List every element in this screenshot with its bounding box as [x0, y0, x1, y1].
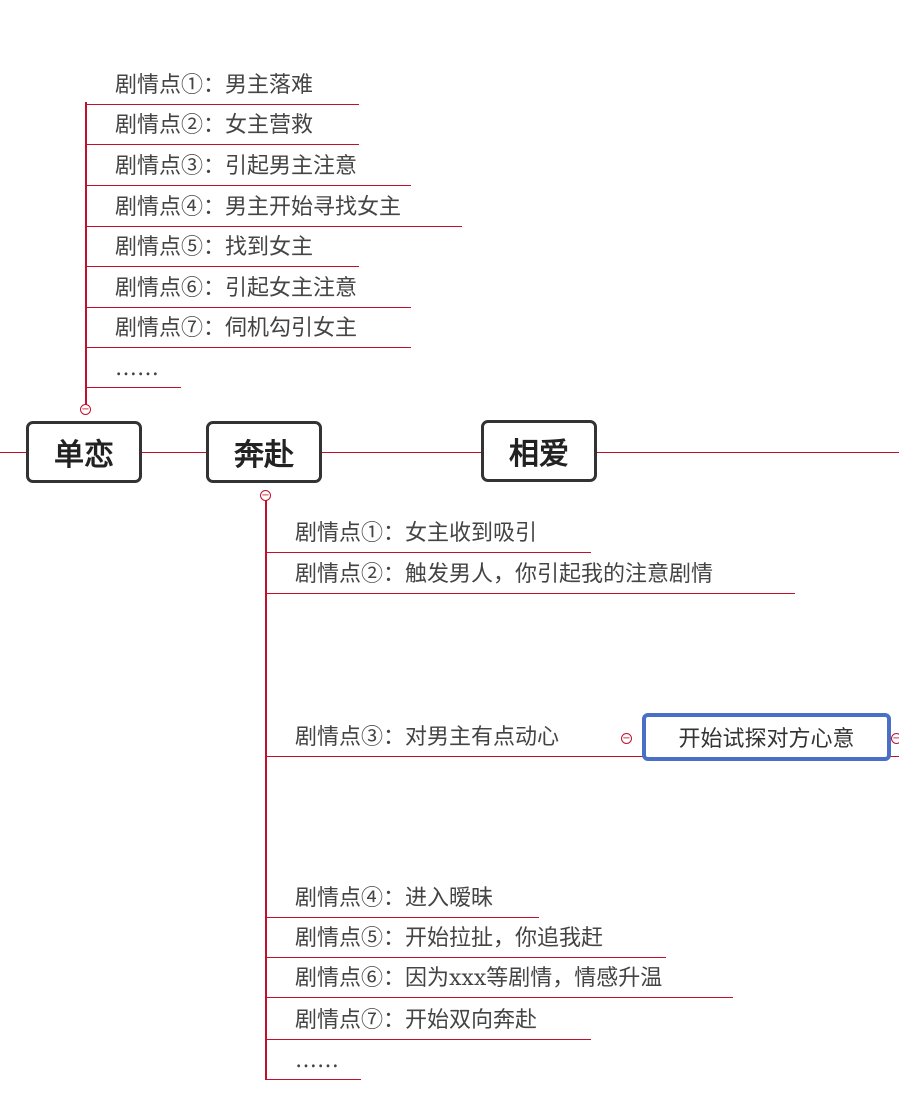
rush-point-1[interactable]: 剧情点①：女主收到吸引 — [265, 518, 591, 553]
node-rush[interactable]: 奔赴 — [206, 421, 322, 483]
node-in-love[interactable]: 相爱 — [481, 420, 597, 482]
collapse-minus-icon[interactable]: − — [621, 733, 632, 744]
rush-point-6[interactable]: 剧情点⑥：因为xxx等剧情，情感升温 — [265, 963, 733, 998]
single-love-point-2[interactable]: 剧情点②：女主营救 — [85, 110, 359, 145]
single-love-connector — [85, 102, 87, 406]
single-love-point-4[interactable]: 剧情点④：男主开始寻找女主 — [85, 192, 462, 227]
rush-point-4[interactable]: 剧情点④：进入暧昧 — [265, 883, 539, 918]
single-love-point-more[interactable]: …… — [85, 353, 181, 388]
sub-topic-probe[interactable]: 开始试探对方心意 — [642, 713, 891, 761]
main-spine — [0, 452, 899, 453]
rush-point-2[interactable]: 剧情点②：触发男人，你引起我的注意剧情 — [265, 559, 795, 594]
rush-point-7[interactable]: 剧情点⑦：开始双向奔赴 — [265, 1005, 591, 1040]
single-love-point-3[interactable]: 剧情点③：引起男主注意 — [85, 151, 411, 186]
rush-point-3[interactable]: 剧情点③：对男主有点动心 — [265, 722, 899, 757]
collapse-minus-icon[interactable]: − — [260, 490, 271, 501]
node-single-love[interactable]: 单恋 — [26, 421, 142, 483]
collapse-minus-icon[interactable]: − — [80, 404, 91, 415]
single-love-point-7[interactable]: 剧情点⑦：伺机勾引女主 — [85, 313, 411, 348]
rush-point-5[interactable]: 剧情点⑤：开始拉扯，你追我赶 — [265, 923, 666, 958]
collapse-minus-icon[interactable]: − — [891, 733, 899, 744]
single-love-point-1[interactable]: 剧情点①：男主落难 — [85, 70, 359, 105]
single-love-point-5[interactable]: 剧情点⑤：找到女主 — [85, 232, 359, 267]
rush-connector — [265, 500, 267, 1080]
single-love-point-6[interactable]: 剧情点⑥：引起女主注意 — [85, 273, 411, 308]
rush-point-more[interactable]: …… — [265, 1045, 361, 1080]
